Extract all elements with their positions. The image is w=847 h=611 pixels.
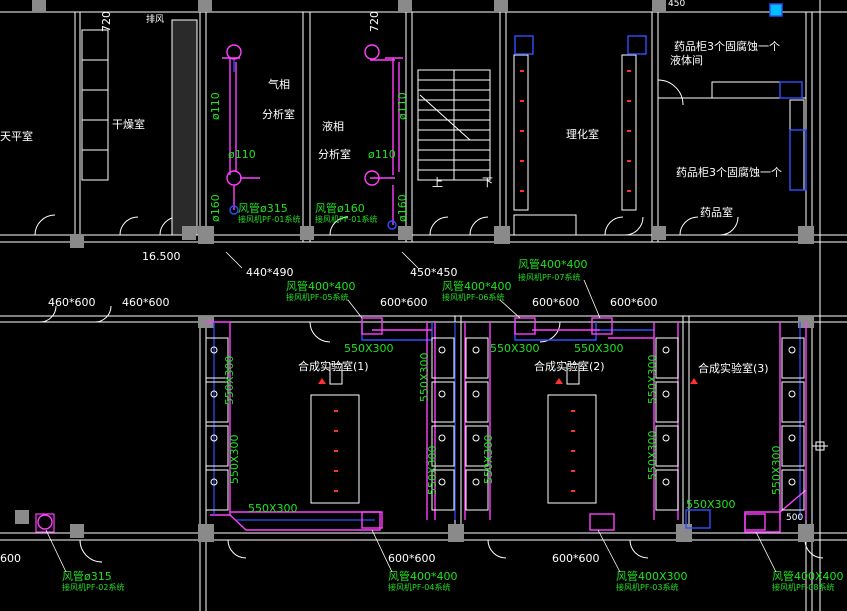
top-label: 排风 <box>146 13 164 25</box>
reagent-cab-mid: 药品柜3个固腐蚀一个 <box>676 165 782 179</box>
hoods-mid-right <box>465 337 489 511</box>
tag-duct400-pf04: 风管400*400 <box>388 569 458 583</box>
pipe-d160-a: ø160 <box>209 194 222 222</box>
dimension-labels: 720 720 16.500 460*600 460*600 600*600 6… <box>0 0 803 565</box>
dim-600x600-a: 600*600 <box>380 296 428 309</box>
duct-550x300-v6: 550X300 <box>646 354 659 404</box>
dim-600x600-b: 600*600 <box>532 296 580 309</box>
duct-550x300-e: 550X300 <box>686 498 736 511</box>
duct-550x300-v2: 550X300 <box>223 355 236 405</box>
hoods-right <box>781 337 805 511</box>
room-gas-b: 分析室 <box>262 107 295 121</box>
room-liquid: 液相 <box>322 119 344 133</box>
room-lab3: 合成实验室(3) <box>698 361 769 375</box>
dim-600x600-e: 600*600 <box>552 552 600 565</box>
tag-duct400x400: 风管400X400 <box>772 569 844 583</box>
hood-outlets <box>210 346 796 486</box>
room-gas: 气相 <box>268 77 290 91</box>
dim-440x490: 440*490 <box>246 266 294 279</box>
room-reagent: 药品室 <box>700 205 733 219</box>
tag-pf03: 接风机PF-03系统 <box>616 582 679 592</box>
dim-460x600-a: 460*600 <box>48 296 96 309</box>
tag-pf07: 接风机PF-07系统 <box>518 272 581 282</box>
dim-720-a: 720 <box>100 11 113 32</box>
stair-up: 上 <box>432 176 443 189</box>
pipe-d110-c: ø110 <box>396 92 409 120</box>
leader-lines <box>45 251 777 573</box>
tag-duct400-pf05: 风管400*400 <box>286 279 356 293</box>
room-lab2: 合成实验室(2) <box>534 359 605 373</box>
tag-pf01-a: 接风机PF-01系统 <box>238 214 301 224</box>
reagent-cab-top-b: 液体间 <box>670 53 703 67</box>
duct-550x300-v1: 550X300 <box>228 434 241 484</box>
reagent-cab-top: 药品柜3个固腐蚀一个 <box>674 39 780 53</box>
tag-duct400x300: 风管400X300 <box>616 569 688 583</box>
tag-d160: 风管ø160 <box>315 201 365 215</box>
tag-pf08: 接风机PF-08系统 <box>772 582 835 592</box>
pipe-d110-a: ø110 <box>209 92 222 120</box>
duct-550x300-b: 550X300 <box>490 342 540 355</box>
structural-columns <box>15 0 814 542</box>
tag-duct400-pf07: 风管400*400 <box>518 257 588 271</box>
tag-duct400-pf06: 风管400*400 <box>442 279 512 293</box>
dim-600x600-c: 600*600 <box>610 296 658 309</box>
hoods-right-mid <box>655 337 679 511</box>
dim-720-b: 720 <box>368 11 381 32</box>
tag-pf01-b: 接风机PF-01系统 <box>315 214 378 224</box>
duct-550x300-v3: 550X300 <box>418 352 431 402</box>
duct-550x300-d: 550X300 <box>248 502 298 515</box>
room-drying: 干燥室 <box>112 117 145 131</box>
dim-450-top: 450 <box>668 0 685 9</box>
system-tags: 风管ø315 接风机PF-01系统 风管ø160 接风机PF-01系统 风管40… <box>62 201 844 592</box>
dim-460x600-b: 460*600 <box>122 296 170 309</box>
pipe-d160-b: ø160 <box>396 194 409 222</box>
tag-d315: 风管ø315 <box>238 201 288 215</box>
room-labels: 天平室 干燥室 气相 分析室 液相 分析室 理化室 药品室 药品柜3个固腐蚀一个… <box>0 13 782 375</box>
cad-cursor <box>812 405 828 470</box>
tag-pf02: 接风机PF-02系统 <box>62 582 125 592</box>
room-lab1: 合成实验室(1) <box>298 359 369 373</box>
tag-d315-bot: 风管ø315 <box>62 569 112 583</box>
tag-pf06: 接风机PF-06系统 <box>442 292 505 302</box>
pipe-d110-d: ø110 <box>368 148 396 161</box>
exhaust-ducts-upper <box>222 44 403 230</box>
dim-600x600-d: 600*600 <box>388 552 436 565</box>
hoods-left <box>205 337 229 511</box>
hoods-mid-left <box>431 337 455 511</box>
duct-550x300-v4: 550X300 <box>426 445 439 495</box>
fume-hoods <box>205 337 805 511</box>
duct-550x300-a: 550X300 <box>344 342 394 355</box>
dim-600-left: 600 <box>0 552 21 565</box>
duct-size-labels: 550X300 550X300 550X300 550X300 550X300 … <box>209 92 783 515</box>
room-physchem: 理化室 <box>566 127 599 141</box>
exhaust-ducts-lower <box>35 317 807 533</box>
dim-16500: 16.500 <box>142 250 181 263</box>
room-balance: 天平室 <box>0 129 33 143</box>
duct-550x300-v5: 550X300 <box>482 434 495 484</box>
room-liquid-b: 分析室 <box>318 147 351 161</box>
pipe-d110-b: ø110 <box>228 148 256 161</box>
tag-pf04: 接风机PF-04系统 <box>388 582 451 592</box>
duct-550x300-c: 550X300 <box>574 342 624 355</box>
dim-450x450: 450*450 <box>410 266 458 279</box>
dim-500: 500 <box>786 513 803 523</box>
stair-down: 下 <box>482 176 493 189</box>
duct-550x300-v7: 550X300 <box>646 430 659 480</box>
cabinet-red-marks <box>318 70 698 492</box>
tag-pf05: 接风机PF-05系统 <box>286 292 349 302</box>
blue-fixtures <box>514 3 807 529</box>
duct-550x300-v8: 550X300 <box>770 445 783 495</box>
